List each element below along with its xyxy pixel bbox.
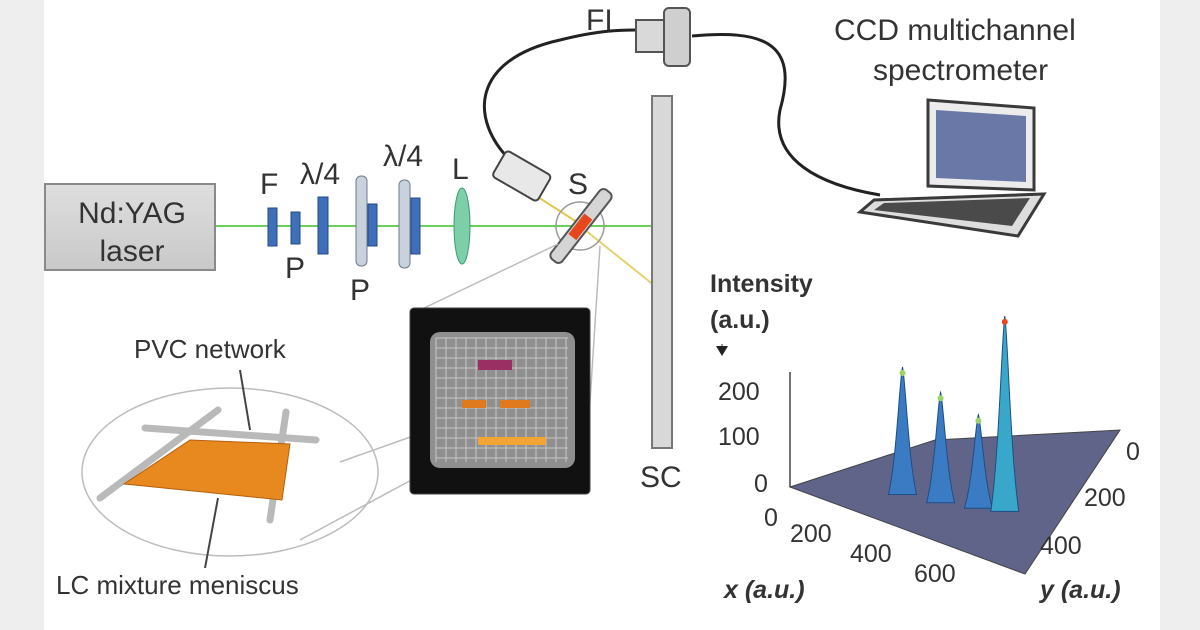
- lens-label: L: [452, 153, 469, 186]
- z-tick-100: 100: [718, 423, 760, 451]
- spectrometer-label-line1: CCD multichannel: [834, 14, 1076, 47]
- pvc-fiber-left: [96, 406, 222, 502]
- intensity-peak-tip: [975, 417, 982, 424]
- z-axis-arrowhead: [716, 346, 728, 356]
- quarter-wave-2-element: [410, 197, 421, 255]
- intensity-peak: [963, 413, 994, 509]
- lc-meniscus-leader: [204, 497, 219, 569]
- sample-holder: [549, 188, 613, 264]
- x-tick-200: 200: [790, 520, 832, 548]
- fiber-coupler-cap: [663, 7, 691, 67]
- filter-element: [267, 207, 278, 247]
- fiber-label: FI: [586, 4, 613, 37]
- laptop-icon: [856, 98, 1047, 238]
- z-axis-title-line2: (a.u.): [710, 306, 770, 334]
- z-axis-title-line1: Intensity: [710, 270, 813, 298]
- zoom-line-top: [419, 243, 559, 311]
- micrograph-pattern-mid-left: [462, 400, 486, 408]
- intensity-peak-tip: [937, 395, 944, 402]
- zoom-line-micro-bottom: [299, 469, 431, 541]
- y-tick-400: 400: [1040, 532, 1082, 560]
- polarizer-1-label: P: [285, 252, 306, 285]
- spectrometer-label-line2: spectrometer: [873, 54, 1049, 87]
- intensity-peak: [887, 366, 918, 495]
- lens-element: [453, 187, 471, 265]
- x-tick-0: 0: [764, 504, 778, 532]
- polarizer-2-element: [367, 203, 378, 247]
- sample-label: S: [568, 168, 589, 201]
- quarter-wave-1-label: λ/4: [300, 158, 341, 191]
- lc-meniscus-label: LC mixture meniscus: [56, 570, 299, 600]
- polarizer-2-housing: [355, 175, 368, 267]
- sample-focus-circle: [555, 201, 605, 251]
- intensity-peak-tip: [899, 370, 906, 376]
- micrograph-pattern-top: [478, 360, 512, 370]
- pvc-network-leader: [239, 369, 251, 431]
- quarter-wave-1-element: [317, 196, 329, 255]
- transmitted-beam: [579, 225, 661, 291]
- meniscus-zoom-ellipse: [81, 387, 379, 557]
- fiber-optic-cable: [482, 28, 641, 162]
- x-tick-400: 400: [850, 540, 892, 568]
- y-axis-label: y (a.u.): [1040, 576, 1121, 604]
- intensity-plot: [716, 315, 1121, 575]
- plot-base-plane: [788, 429, 1121, 575]
- screen-element: [651, 95, 673, 449]
- quarter-wave-2-housing: [398, 179, 411, 269]
- micrograph-pattern-mid-right: [500, 400, 530, 408]
- laser-label-line1: Nd:YAG: [78, 197, 186, 230]
- quarter-wave-2-label: λ/4: [383, 140, 424, 173]
- polarizer-1-element: [290, 211, 301, 245]
- spectrometer-cable: [691, 33, 881, 197]
- laser-label-line2: laser: [99, 235, 165, 268]
- y-tick-200: 200: [1084, 484, 1126, 512]
- pvc-network-label: PVC network: [134, 334, 286, 364]
- polarizer-2-label: P: [350, 274, 371, 307]
- z-tick-0: 0: [754, 470, 768, 498]
- x-tick-600: 600: [914, 560, 956, 588]
- fiber-head: [492, 150, 552, 202]
- lc-meniscus-film: [122, 439, 291, 501]
- screen-label: SC: [640, 461, 682, 494]
- y-tick-0: 0: [1126, 438, 1140, 466]
- x-axis-label: x (a.u.): [724, 576, 805, 604]
- intensity-peak: [990, 315, 1020, 512]
- intensity-peak-tip: [1001, 318, 1008, 325]
- intensity-peak: [925, 390, 956, 504]
- pvc-fiber-top: [141, 424, 320, 444]
- z-tick-200: 200: [718, 378, 760, 406]
- micrograph-pattern-bottom: [478, 437, 546, 445]
- filter-label: F: [260, 168, 279, 201]
- nd-yag-laser: Nd:YAG laser: [44, 183, 216, 271]
